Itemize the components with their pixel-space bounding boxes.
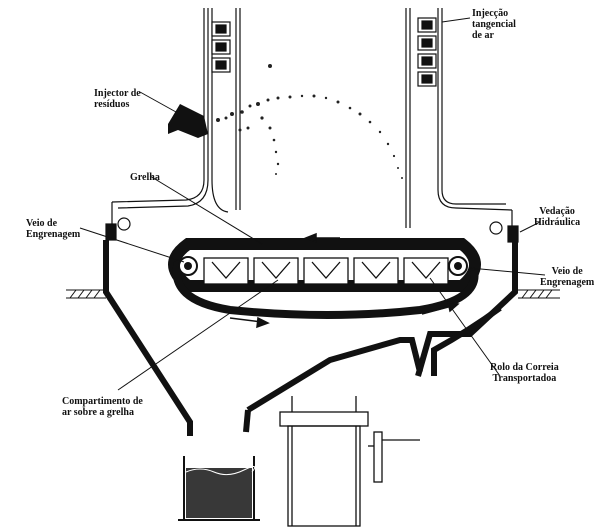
- grate-label: Grelha: [130, 172, 160, 183]
- waste-particles: [216, 64, 403, 179]
- air-injection-label: Injecção tangencial de ar: [472, 8, 516, 41]
- waste-injector-nozzle: [168, 104, 208, 138]
- leader-lines: [79, 17, 546, 391]
- right-air-injector: [417, 17, 437, 87]
- right-drive-shaft: [448, 256, 468, 276]
- hydraulic-seal-label: Vedação Hidráulica: [534, 206, 581, 228]
- right-duct: [405, 8, 513, 228]
- left-drive-shaft-label: Veio de Engrenagem: [26, 218, 81, 240]
- right-hydraulic-seal: [489, 210, 519, 243]
- air-compartment-label: Compartimento de ar sobre a grelha: [62, 396, 143, 418]
- left-drive-shaft: [178, 256, 198, 276]
- waste-injector-label: Injector de resíduos: [94, 88, 141, 110]
- lower-duct-box: [279, 396, 420, 527]
- left-duct: [111, 8, 241, 213]
- belt-direction-arrows: [229, 232, 460, 329]
- floor-left: [66, 289, 106, 299]
- left-air-injector: [211, 21, 231, 73]
- right-drive-shaft-label: Veio de Engrenagem: [540, 266, 595, 288]
- ash-container: [178, 456, 260, 521]
- left-hydraulic-seal: [105, 202, 131, 241]
- conveyor-roller-label: Rolo da Correia Transportadoa: [490, 362, 559, 384]
- conveyor-belt: [168, 238, 481, 319]
- floor-right: [518, 289, 560, 299]
- grate-compartments: [203, 257, 449, 285]
